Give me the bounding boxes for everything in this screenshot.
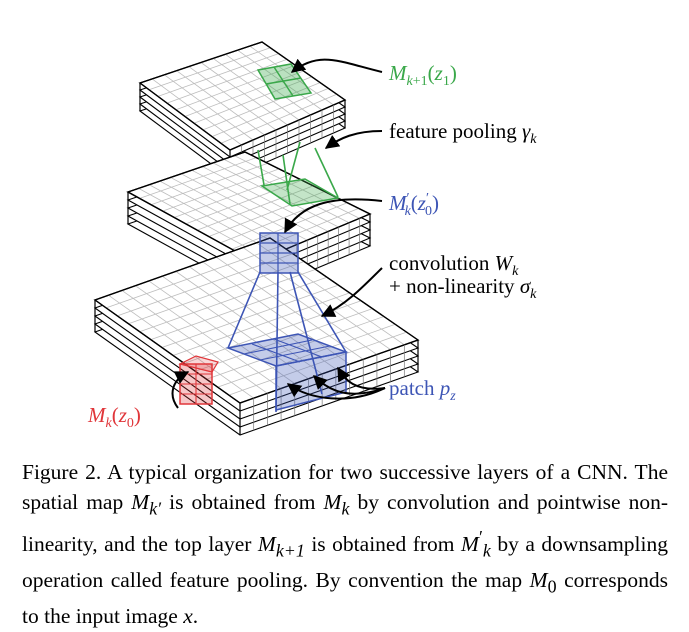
caption-figure-label: Figure 2. — [22, 460, 102, 484]
pooling-region — [256, 63, 341, 207]
middle-layer-stack — [126, 151, 372, 295]
annotation-arrows — [171, 58, 386, 409]
label-mid-map: M′k(z′0) — [388, 191, 439, 219]
arrow-patch-3 — [337, 366, 386, 390]
caption-body: A typical organization for two successiv… — [22, 460, 669, 629]
figure-caption: Figure 2. A typical organization for two… — [22, 458, 668, 632]
label-patch: patch pz — [389, 376, 456, 404]
arrow-pooling — [324, 130, 383, 149]
input-patch — [178, 355, 219, 405]
label-pooling: feature pooling γk — [389, 119, 537, 147]
arrow-top-map — [290, 58, 383, 73]
bottom-layer-stack — [93, 237, 420, 436]
label-convolution: convolution Wk — [389, 251, 519, 279]
arrow-patch-1 — [286, 383, 386, 400]
arrow-convolution — [320, 267, 383, 317]
label-top-map: Mk+1(z1) — [388, 61, 457, 89]
label-bottom-map: Mk(z0) — [87, 403, 141, 431]
arrow-patch-2 — [313, 375, 386, 395]
arrow-bottom-map — [171, 371, 190, 409]
arrow-mid-map — [284, 198, 383, 234]
label-nonlinearity: + non-linearity σk — [389, 274, 537, 302]
cnn-layers-diagram: Mk+1(z1) feature pooling γk M′k(z′0) con… — [87, 41, 537, 436]
